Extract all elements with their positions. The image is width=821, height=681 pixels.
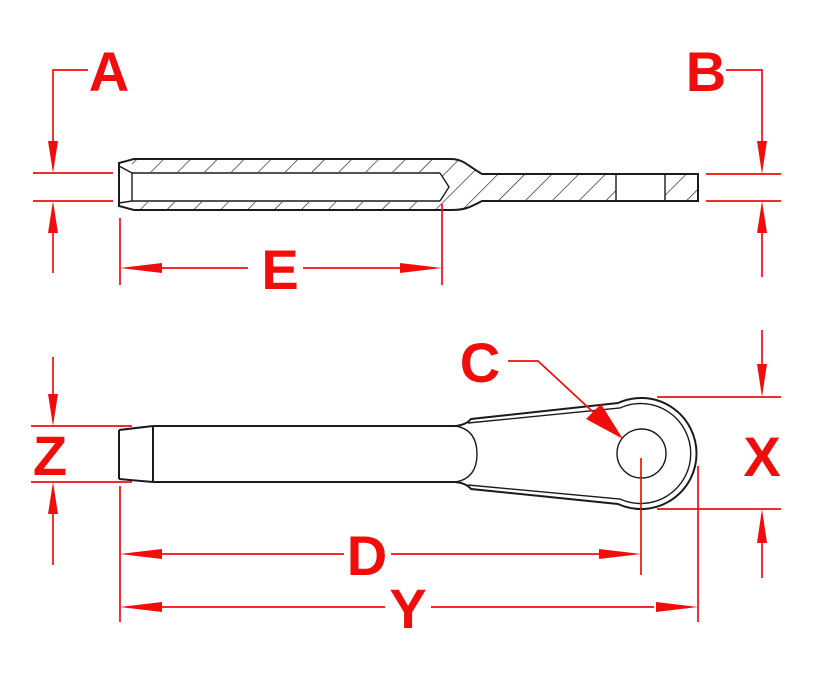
dimension-x: X — [657, 330, 781, 578]
arrow-left-icon — [120, 549, 162, 559]
arrow-down-icon — [48, 394, 58, 426]
dimension-label-e: E — [261, 238, 298, 301]
eye-inner-edge-line — [467, 402, 692, 505]
dimension-b: B — [686, 40, 781, 277]
dimension-label-y: Y — [389, 577, 426, 640]
arrow-leader-icon — [586, 404, 623, 439]
dimension-label-c: C — [460, 331, 500, 394]
dimension-d: D — [119, 458, 642, 622]
dimension-a: A — [33, 40, 129, 273]
arrow-down-icon — [757, 364, 767, 397]
dimension-label-x: X — [743, 425, 780, 488]
arrow-up-icon — [48, 482, 58, 514]
terminal-body-outline — [118, 425, 457, 483]
swage-end-cap-line — [455, 425, 478, 483]
stud-bore-lines — [118, 165, 450, 204]
stud-outer-outline — [118, 158, 699, 211]
arrow-up-icon — [757, 201, 767, 233]
dimension-label-d: D — [347, 524, 387, 587]
swage-stud-section-view — [118, 158, 699, 211]
arrow-down-icon — [48, 141, 58, 173]
dimension-c: C — [460, 331, 623, 439]
dimension-label-z: Z — [33, 424, 67, 487]
dimension-label-b: B — [686, 40, 726, 103]
dimension-label-a: A — [89, 40, 129, 103]
arrow-up-icon — [757, 509, 767, 543]
dimension-z: Z — [31, 357, 132, 565]
eye-outer-outline — [454, 397, 698, 510]
dimension-y: Y — [120, 466, 699, 640]
arrow-right-icon — [656, 602, 698, 612]
arrow-left-icon — [120, 602, 162, 612]
stud-thread-break-lines — [615, 174, 666, 201]
arrow-left-icon — [120, 263, 162, 273]
eye-terminal-side-view — [118, 397, 698, 510]
arrow-up-icon — [48, 201, 58, 233]
arrow-right-icon — [400, 263, 442, 273]
arrow-right-icon — [599, 549, 641, 559]
dimension-e: E — [119, 204, 443, 301]
arrow-down-icon — [757, 141, 767, 174]
